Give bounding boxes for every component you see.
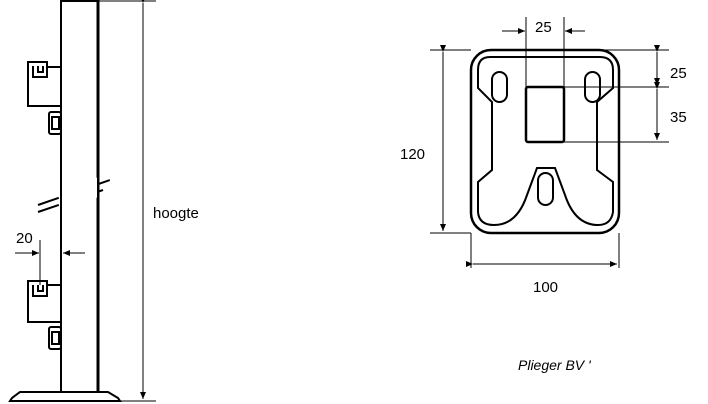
caption: Plieger BV ': [518, 357, 592, 373]
bracket-top: [27, 61, 62, 135]
post-base: [8, 391, 122, 402]
nut: [48, 326, 62, 350]
slot-bottom: [537, 172, 554, 206]
nut: [48, 111, 62, 135]
plate-width-label: 100: [533, 279, 558, 296]
square-width-label: 25: [535, 19, 552, 36]
height-label: hoogte: [153, 205, 199, 222]
square-height-label: 35: [670, 109, 687, 126]
bracket-bottom: [27, 280, 62, 350]
top-offset-label: 25: [670, 65, 687, 82]
side-view: [8, 0, 156, 402]
plate-height-label: 120: [400, 146, 425, 163]
offset-label: 20: [16, 230, 33, 247]
center-square: [524, 85, 566, 144]
plate-view: [430, 17, 669, 268]
plate-inner-contour: [477, 56, 614, 227]
slot-left: [491, 71, 508, 103]
